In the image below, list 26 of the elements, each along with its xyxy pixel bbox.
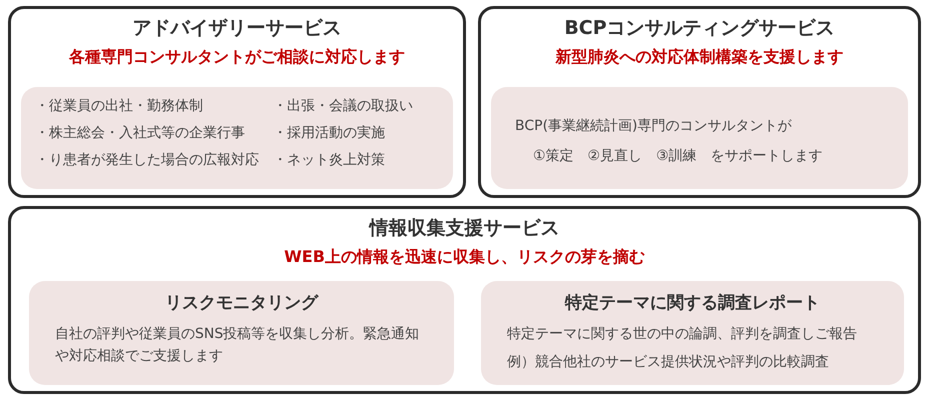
body-text: 特定テーマに関する世の中の論調、評判を調査しご報告 bbox=[507, 325, 858, 344]
service-panel bbox=[8, 6, 466, 198]
card-heading: 特定テーマに関する調査レポート bbox=[564, 292, 821, 314]
list-item: ・出張・会議の取扱い bbox=[273, 97, 413, 115]
tagline: 新型肺炎への対応体制構築を支援します bbox=[554, 47, 844, 68]
tagline: 各種専門コンサルタントがご相談に対応します bbox=[68, 47, 406, 68]
body-text: 例）競合他社のサービス提供状況や評判の比較調査 bbox=[507, 353, 830, 372]
service-panel bbox=[8, 206, 921, 394]
body-text: BCP(事業継続計画)専門のコンサルタントが bbox=[515, 117, 792, 135]
body-text: 自社の評判や従業員のSNS投稿等を収集し分析。緊急通知や対応相談でご支援します bbox=[55, 325, 420, 366]
service-panel bbox=[478, 6, 921, 198]
list-item: ・従業員の出社・勤務体制 bbox=[35, 97, 204, 115]
list-item: ・株主総会・入社式等の企業行事 bbox=[35, 124, 246, 142]
panel-heading: BCPコンサルティングサービス bbox=[563, 16, 836, 41]
tagline: WEB上の情報を迅速に収集し、リスクの芽を摘む bbox=[283, 247, 646, 268]
panel-heading: 情報収集支援サービス bbox=[368, 216, 560, 241]
list-item: ・ネット炎上対策 bbox=[273, 151, 386, 169]
detail-panel bbox=[491, 87, 908, 189]
list-item: ・採用活動の実施 bbox=[273, 124, 386, 142]
body-text: ①策定 ②見直し ③訓練 をサポートします bbox=[533, 147, 823, 165]
card-heading: リスクモニタリング bbox=[164, 292, 320, 314]
list-item: ・り患者が発生した場合の広報対応 bbox=[35, 151, 259, 169]
detail-panel bbox=[481, 281, 904, 385]
panel-heading: アドバイザリーサービス bbox=[132, 16, 342, 41]
detail-panel bbox=[21, 87, 453, 189]
detail-panel bbox=[29, 281, 454, 385]
